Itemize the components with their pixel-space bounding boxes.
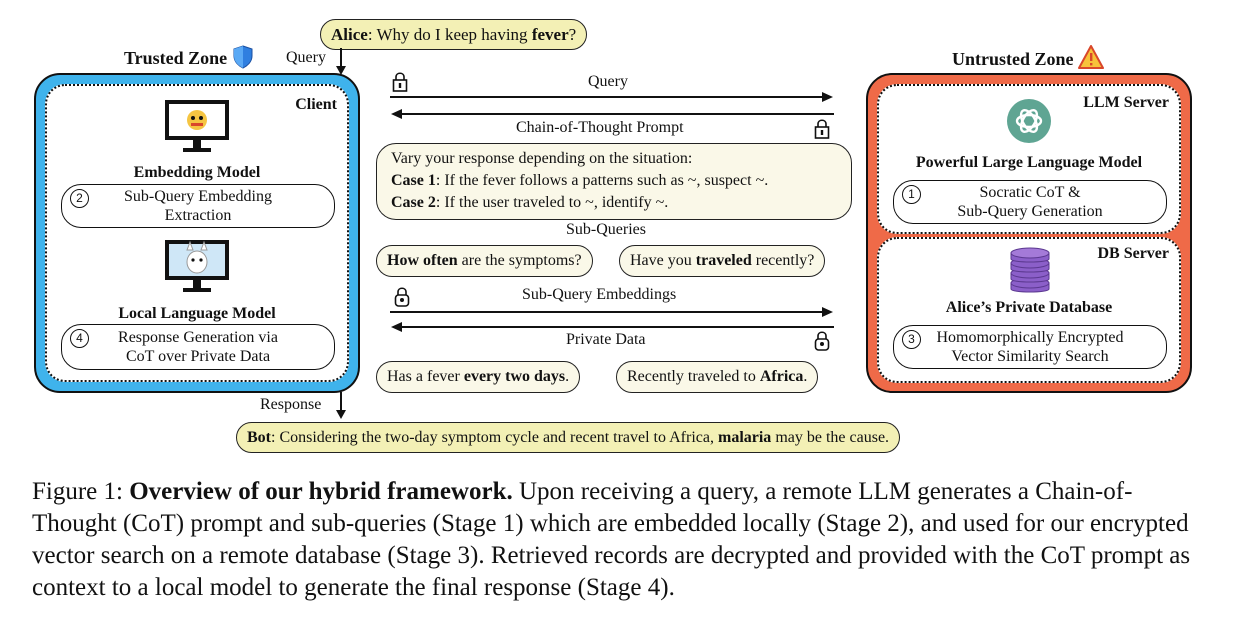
stage4-number: 4 [70, 329, 89, 348]
db-server-label: DB Server [1097, 245, 1169, 262]
caption-prefix: Figure 1: [32, 478, 130, 505]
openai-icon [1007, 99, 1051, 143]
query-label: Query [286, 49, 326, 66]
bot-response-bubble: Bot: Considering the two-day symptom cyc… [236, 422, 901, 453]
stage4-box: 4 Response Generation via CoT over Priva… [61, 324, 335, 370]
llm-model-label: Powerful Large Language Model [915, 154, 1143, 171]
stage2-text: Sub-Query Embedding Extraction [124, 188, 272, 224]
stage1-text: Socratic CoT & Sub-Query Generation [957, 184, 1103, 220]
subquery-2: Have you traveled recently? [619, 245, 826, 277]
llm-server-panel: LLM Server Powerful Large Language Model… [877, 84, 1181, 234]
lock-icon [814, 119, 830, 139]
lock-icon [394, 287, 410, 307]
stage3-box: 3 Homomorphically Encrypted Vector Simil… [893, 325, 1167, 369]
query-down-arrow [336, 48, 346, 75]
alice-text: : Why do I keep having [367, 25, 532, 44]
caption-body: Upon receiving a query, a remote LLM gen… [32, 478, 1191, 601]
cot-line1: Vary your response depending on the situ… [391, 150, 693, 167]
stage4-text: Response Generation via CoT over Private… [118, 329, 278, 365]
trusted-zone-panel: Client Embedding Model 2 Sub-Query Embed… [34, 73, 360, 393]
lock-icon [814, 331, 830, 351]
embedding-model-label: Embedding Model [133, 164, 261, 181]
local-model-label: Local Language Model [118, 305, 276, 322]
client-panel: Client Embedding Model 2 Sub-Query Embed… [45, 84, 349, 382]
alice-query-bubble: Alice: Why do I keep having fever? [320, 19, 588, 50]
stage3-text: Homomorphically Encrypted Vector Similar… [936, 329, 1124, 365]
alice-end: ? [568, 25, 577, 44]
response-down-arrow [336, 392, 346, 419]
private-data-left-arrow [391, 322, 834, 332]
untrusted-zone-panel: LLM Server Powerful Large Language Model… [866, 73, 1192, 393]
db-name-label: Alice’s Private Database [945, 299, 1113, 316]
stage2-box: 2 Sub-Query Embedding Extraction [61, 184, 335, 228]
llm-server-label: LLM Server [1083, 94, 1169, 111]
warning-icon [1078, 45, 1105, 69]
figure-caption: Figure 1: Overview of our hybrid framewo… [32, 476, 1208, 604]
embeddings-right-arrow [390, 307, 833, 317]
untrusted-zone-title: Untrusted Zone [952, 45, 1105, 70]
monitor-icon [165, 100, 229, 152]
monitor-icon [165, 240, 229, 292]
private-data-1: Has a fever every two days. [376, 361, 581, 393]
cot-left-arrow [391, 109, 834, 119]
trusted-zone-title: Trusted Zone [124, 45, 254, 69]
subquery-1: How often are the symptoms? [376, 245, 593, 277]
middle-query-label: Query [588, 73, 628, 90]
subquery-embeddings-label: Sub-Query Embeddings [522, 286, 677, 303]
stage1-number: 1 [902, 185, 921, 204]
stage2-number: 2 [70, 189, 89, 208]
query-right-arrow [390, 92, 833, 102]
caption-title: Overview of our hybrid framework. [129, 478, 513, 505]
cot-label: Chain-of-Thought Prompt [516, 119, 684, 136]
cot-case1: Case 1: If the fever follows a patterns … [391, 172, 769, 189]
cot-prompt-box: Vary your response depending on the situ… [376, 143, 852, 220]
client-label: Client [295, 96, 337, 113]
cot-case2: Case 2: If the user traveled to ~, ident… [391, 194, 669, 211]
db-server-panel: DB Server Alice’s Private Database 3 Hom… [877, 237, 1181, 383]
response-label: Response [260, 396, 322, 413]
alice-emph: fever [531, 25, 569, 44]
stage1-box: 1 Socratic CoT & Sub-Query Generation [893, 180, 1167, 224]
subqueries-label: Sub-Queries [566, 221, 646, 238]
alice-speaker: Alice [331, 25, 368, 44]
shield-icon [233, 45, 253, 69]
private-data-2: Recently traveled to Africa. [616, 361, 819, 393]
stage3-number: 3 [902, 330, 921, 349]
private-data-label: Private Data [566, 331, 646, 348]
database-icon [1010, 247, 1050, 293]
lock-icon [392, 72, 408, 92]
